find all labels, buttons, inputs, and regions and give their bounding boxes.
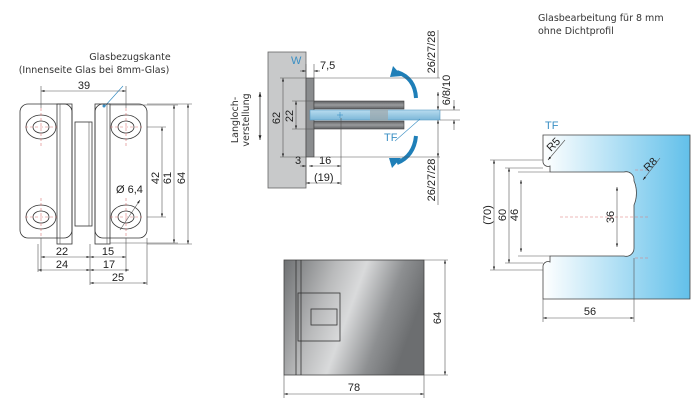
dim-3: 3 xyxy=(295,155,301,167)
right-plate xyxy=(94,103,148,239)
dim-39: 39 xyxy=(78,80,90,92)
slot-adjust-label-2: verstellung xyxy=(241,93,252,146)
dim-top-distance: 26/27/28 xyxy=(426,31,438,74)
top-view: 64 78 xyxy=(283,259,448,398)
slot-adjust-label: Langloch- xyxy=(230,97,241,143)
dim-56: 56 xyxy=(584,306,596,318)
dim-17: 17 xyxy=(103,259,115,271)
dim-60: 60 xyxy=(497,209,509,221)
leader-line xyxy=(104,85,124,107)
rotation-arrow-down-icon xyxy=(396,135,418,165)
glass-processing-view: Glasbearbeitung für 8 mm ohne Dichtprofi… xyxy=(482,13,691,322)
dim-glass-thickness: 6/8/10 xyxy=(441,75,453,106)
dim-42: 42 xyxy=(150,172,162,184)
glass-panel-cutout xyxy=(542,134,691,300)
rotation-arrow-up-icon xyxy=(396,70,418,99)
side-view: W Langloch- verstellung TF 7,5 62 xyxy=(230,30,460,205)
hinge-body xyxy=(283,259,425,376)
dim-22: 22 xyxy=(56,246,68,258)
glass-processing-note: Glasbearbeitung für 8 mm xyxy=(538,13,664,24)
dim-16: 16 xyxy=(319,155,331,167)
dim-70: (70) xyxy=(482,205,494,225)
clamp-insert xyxy=(370,109,388,121)
glass-tf-label-right: TF xyxy=(545,120,559,132)
mounting-hole xyxy=(110,108,142,146)
dim-22-side: 22 xyxy=(284,110,296,122)
left-plate xyxy=(19,103,73,239)
center-pin xyxy=(74,121,93,227)
hinge-clamp-outline xyxy=(297,292,341,342)
dim-46: 46 xyxy=(509,209,521,221)
dim-78: 78 xyxy=(348,382,360,394)
upper-clamp-arm xyxy=(313,100,405,110)
dim-64-top: 64 xyxy=(432,312,444,324)
glass-reference-note-detail: (Innenseite Glas bei 8mm-Glas) xyxy=(19,65,170,76)
dim-61: 61 xyxy=(162,172,174,184)
wall-label: W xyxy=(291,55,302,67)
dim-25: 25 xyxy=(112,272,124,284)
dim-62: 62 xyxy=(271,112,283,124)
dim-hole-diameter: Ø 6,4 xyxy=(116,184,143,196)
lower-clamp-arm xyxy=(313,120,405,130)
left-clamp-bar xyxy=(56,103,73,245)
dim-64: 64 xyxy=(176,172,188,184)
dim-24: 24 xyxy=(56,259,68,271)
glass-tf-label: TF xyxy=(384,132,398,144)
glass-processing-note-detail: ohne Dichtprofil xyxy=(538,26,614,37)
mounting-hole xyxy=(25,198,57,236)
reference-point xyxy=(102,104,106,108)
dim-15: 15 xyxy=(102,246,114,258)
glass-reference-note: Glasbezugskante xyxy=(89,52,171,63)
dim-19: (19) xyxy=(314,172,334,184)
front-view: Glasbezugskante (Innenseite Glas bei 8mm… xyxy=(19,52,192,285)
dim-7-5: 7,5 xyxy=(320,60,335,72)
mounting-hole xyxy=(110,198,142,236)
hinge-slot xyxy=(310,308,338,326)
dim-36: 36 xyxy=(605,211,617,223)
dim-bottom-distance: 26/27/28 xyxy=(426,159,438,202)
right-clamp-bar xyxy=(94,103,111,245)
mounting-hole xyxy=(25,108,57,146)
